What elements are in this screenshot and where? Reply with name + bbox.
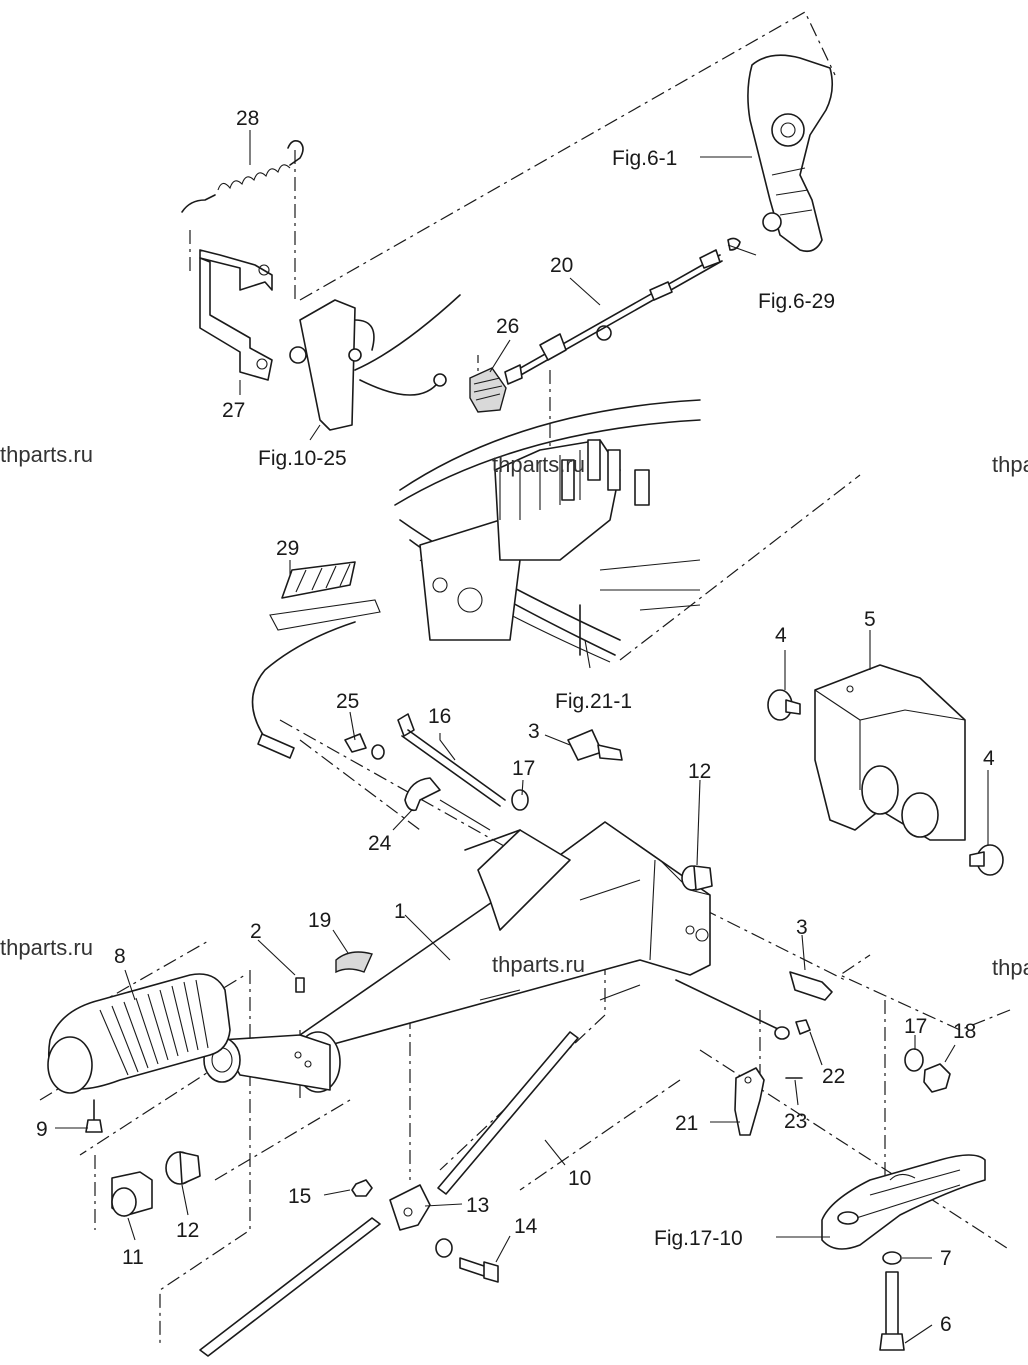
callout-12b: 12 bbox=[688, 760, 711, 783]
callout-5: 5 bbox=[864, 608, 876, 631]
arm-21 bbox=[734, 1067, 765, 1136]
callout-27: 27 bbox=[222, 399, 245, 422]
shaft-13 bbox=[199, 1217, 381, 1357]
figure-references: Fig.6-1 Fig.6-29 Fig.10-25 Fig.21-1 Fig.… bbox=[258, 147, 835, 1250]
callout-21: 21 bbox=[675, 1112, 698, 1135]
watermark-right-top: thparts.ru bbox=[992, 452, 1028, 477]
spring-28 bbox=[181, 140, 304, 213]
control-cable bbox=[251, 621, 356, 759]
steering-arm-1 bbox=[203, 799, 711, 1093]
washer-7 bbox=[882, 1251, 902, 1265]
leader-lines bbox=[55, 130, 989, 1344]
callout-16: 16 bbox=[428, 705, 451, 728]
callout-26: 26 bbox=[496, 315, 519, 338]
bracket-27 bbox=[199, 249, 273, 381]
linkage-fig-10-25 bbox=[289, 294, 461, 431]
part-4b-grommet bbox=[969, 844, 1004, 876]
watermark-left-top: thparts.ru bbox=[0, 442, 93, 467]
washer-14 bbox=[435, 1238, 453, 1258]
bushing-12b bbox=[681, 865, 713, 891]
lever-fig-6-1 bbox=[727, 54, 834, 253]
callout-15: 15 bbox=[288, 1185, 311, 1208]
callout-28: 28 bbox=[236, 107, 259, 130]
callout-10: 10 bbox=[568, 1167, 591, 1190]
grip-8 bbox=[47, 973, 231, 1094]
callout-6: 6 bbox=[940, 1313, 952, 1336]
callout-17a: 17 bbox=[512, 757, 535, 780]
figref-6-1: Fig.6-1 bbox=[612, 147, 677, 170]
cable-guide-29 bbox=[269, 561, 381, 631]
block-13 bbox=[389, 1184, 431, 1231]
watermark-right-bottom: thparts.ru bbox=[992, 955, 1028, 980]
callout-22: 22 bbox=[822, 1065, 845, 1088]
callout-14: 14 bbox=[514, 1215, 538, 1238]
callout-20: 20 bbox=[550, 254, 573, 277]
watermarks: thparts.ru thparts.ru thparts.ru thparts… bbox=[0, 442, 1028, 980]
callout-18: 18 bbox=[953, 1020, 976, 1043]
callout-23: 23 bbox=[784, 1110, 807, 1133]
throttle-cable-20 bbox=[504, 249, 723, 385]
part-19-tag bbox=[335, 951, 373, 974]
nut-15 bbox=[351, 1179, 373, 1197]
callout-4b: 4 bbox=[983, 747, 995, 770]
shaft-10 bbox=[437, 1031, 579, 1195]
callout-1: 1 bbox=[394, 900, 406, 923]
bolt-3b bbox=[789, 971, 833, 1001]
figref-6-29: Fig.6-29 bbox=[758, 290, 835, 313]
clip-26 bbox=[469, 367, 507, 413]
bolt-16 bbox=[397, 713, 506, 807]
link-24 bbox=[404, 777, 441, 812]
callout-13: 13 bbox=[466, 1194, 489, 1217]
part-4a-grommet bbox=[767, 689, 801, 721]
part-5-bracket bbox=[814, 664, 966, 841]
callout-4a: 4 bbox=[775, 624, 787, 647]
callout-2: 2 bbox=[250, 920, 262, 943]
watermark-center-bottom: thparts.ru bbox=[492, 952, 585, 977]
callout-25: 25 bbox=[336, 690, 359, 713]
callout-19: 19 bbox=[308, 909, 331, 932]
callout-3b: 3 bbox=[796, 916, 808, 939]
watermark-left-bottom: thparts.ru bbox=[0, 935, 93, 960]
set-screw-2 bbox=[295, 977, 305, 993]
bolt-6 bbox=[879, 1271, 905, 1351]
callout-7: 7 bbox=[940, 1247, 952, 1270]
engine-block-fig-21-1 bbox=[394, 325, 701, 663]
callout-9: 9 bbox=[36, 1118, 48, 1141]
bolt-14 bbox=[459, 1257, 499, 1283]
callout-24: 24 bbox=[368, 832, 392, 855]
callout-8: 8 bbox=[114, 945, 126, 968]
bracket-fig-17-10 bbox=[821, 1154, 986, 1250]
callout-12a: 12 bbox=[176, 1219, 199, 1242]
nut-18 bbox=[923, 1063, 951, 1093]
bolt-3a bbox=[567, 729, 623, 761]
callout-17b: 17 bbox=[904, 1015, 927, 1038]
collar-11 bbox=[111, 1171, 153, 1217]
callout-29: 29 bbox=[276, 537, 299, 560]
figref-21-1: Fig.21-1 bbox=[555, 690, 632, 713]
bolt-25 bbox=[344, 733, 385, 760]
washer-17b bbox=[904, 1048, 924, 1072]
watermark-center-top: thparts.ru bbox=[492, 452, 585, 477]
rod-22 bbox=[675, 979, 811, 1040]
callout-3a: 3 bbox=[528, 720, 540, 743]
figref-10-25: Fig.10-25 bbox=[258, 447, 347, 470]
callouts: 28 27 20 26 29 4 5 4 25 16 3 17 12 24 1 … bbox=[36, 107, 995, 1336]
screw-9 bbox=[85, 1099, 103, 1133]
callout-11: 11 bbox=[122, 1246, 144, 1269]
washer-17a bbox=[511, 789, 529, 811]
figref-17-10: Fig.17-10 bbox=[654, 1227, 743, 1250]
bushing-12a bbox=[165, 1151, 201, 1185]
